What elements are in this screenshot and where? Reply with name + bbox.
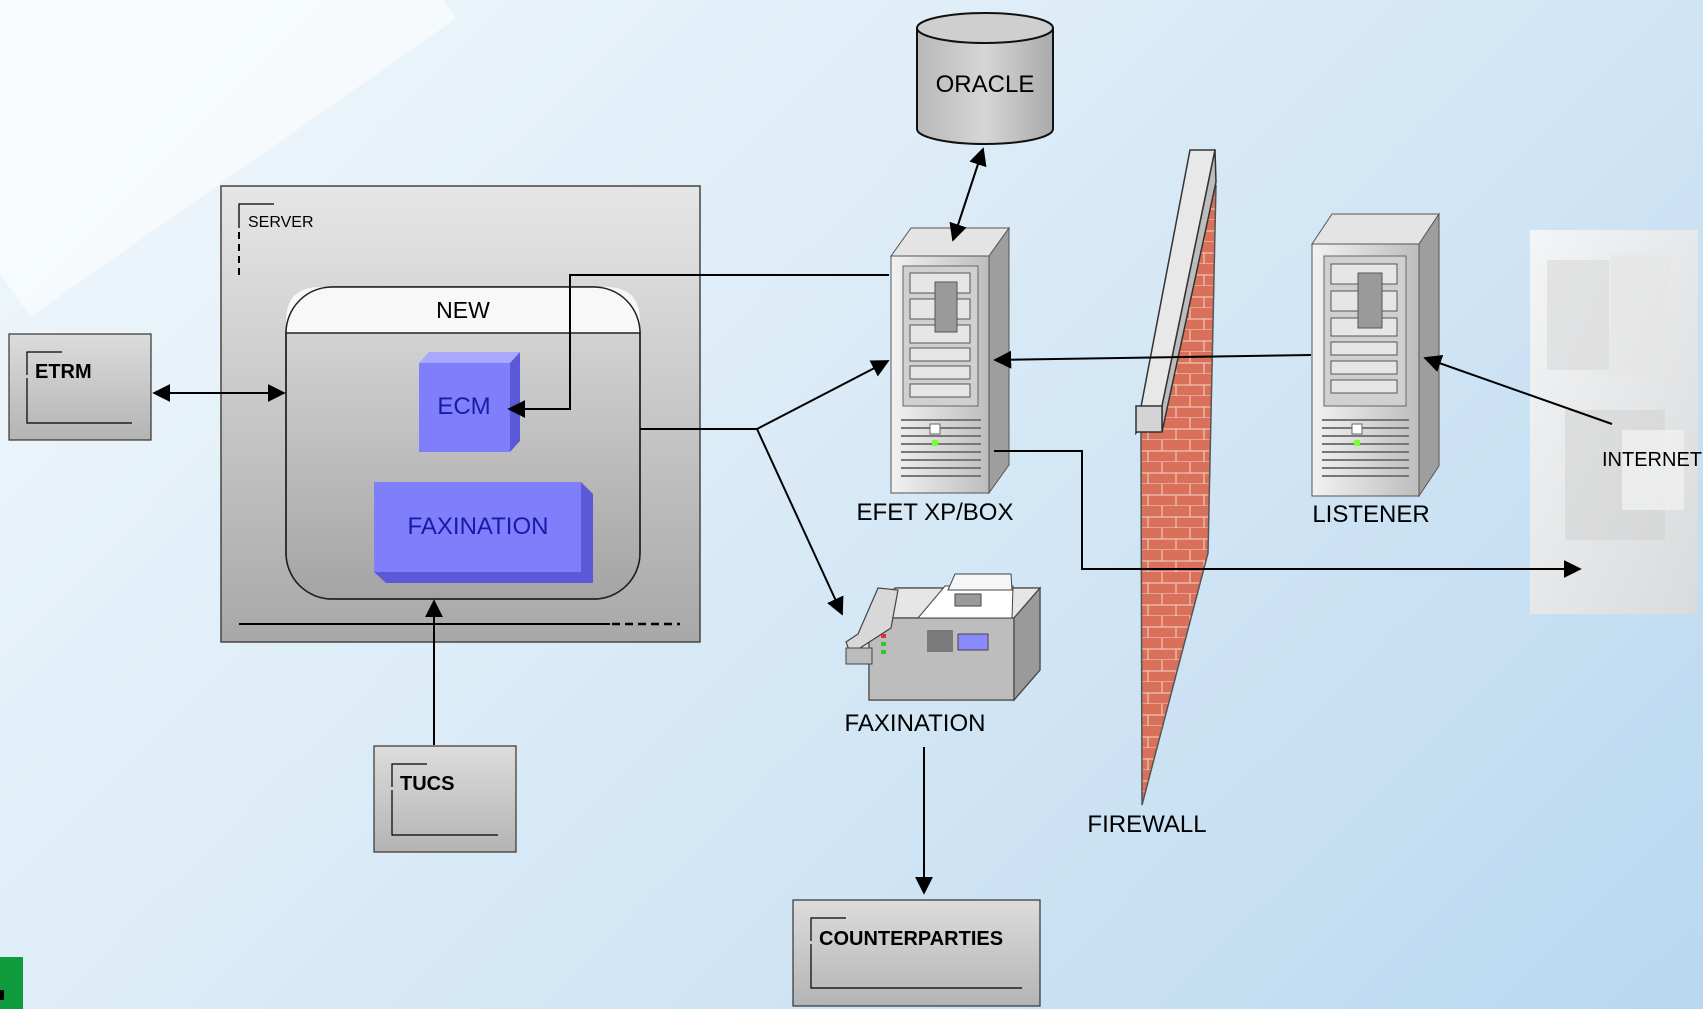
etrm-label: ETRM: [35, 361, 92, 383]
fax-machine-icon[interactable]: [845, 573, 1042, 702]
internet-listener-connector: [1423, 354, 1613, 425]
faxination-module-block[interactable]: FAXINATION: [374, 482, 593, 583]
firewall-label: FIREWALL: [1087, 811, 1206, 838]
listener-efet-connector: [993, 350, 1312, 369]
new-fax-connector: [756, 428, 844, 616]
listener-server-tower-icon[interactable]: [1311, 212, 1440, 498]
ecm-block[interactable]: ECM: [419, 352, 520, 452]
oracle-label: ORACLE: [936, 71, 1035, 98]
server-tower-icon[interactable]: [890, 226, 1010, 495]
efet-internet-connector: [994, 450, 1582, 578]
counterparties-label: COUNTERPARTIES: [819, 928, 1003, 950]
efet-ecm-connector: [507, 274, 889, 418]
tucs-box[interactable]: TUCS: [373, 745, 517, 853]
internet-panel[interactable]: INTERNET: [1530, 230, 1702, 614]
new-group-label: NEW: [436, 297, 490, 323]
tucs-label: TUCS: [400, 773, 454, 795]
faxination-module-label: FAXINATION: [408, 513, 549, 540]
internet-label: INTERNET: [1602, 449, 1702, 471]
corner-tab: [0, 957, 23, 1009]
connectors: [152, 147, 1613, 895]
efet-oracle-connector: [949, 147, 987, 242]
server-label: SERVER: [248, 214, 314, 231]
listener-label: LISTENER: [1312, 501, 1429, 528]
efet-label: EFET XP/BOX: [857, 499, 1014, 526]
etrm-box[interactable]: ETRM: [8, 333, 152, 441]
firewall-wall-icon[interactable]: [1134, 149, 1217, 806]
faxination-device-label: FAXINATION: [845, 710, 986, 737]
counterparties-box[interactable]: COUNTERPARTIES: [792, 899, 1041, 1007]
database-cylinder-icon[interactable]: ORACLE: [916, 12, 1054, 145]
ecm-label: ECM: [437, 393, 490, 420]
corner-tab-mark: [0, 990, 4, 1000]
